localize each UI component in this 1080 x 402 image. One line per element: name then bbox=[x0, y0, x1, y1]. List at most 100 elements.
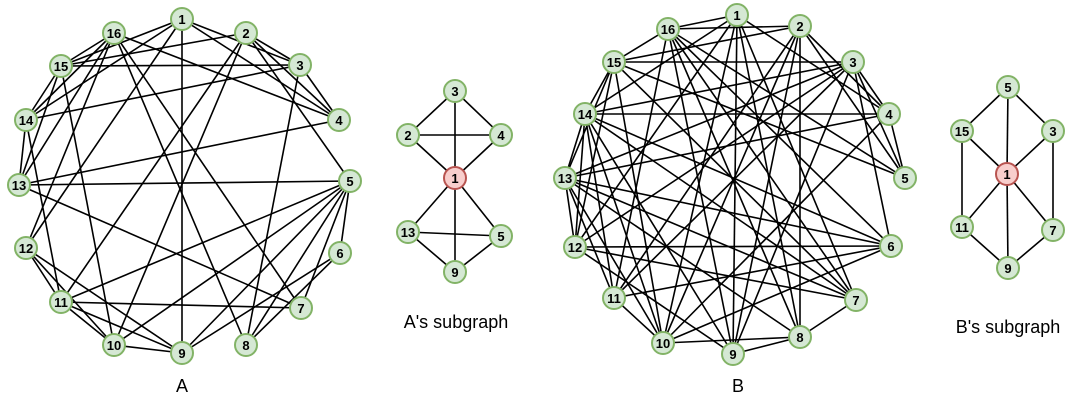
edge-2-4 bbox=[245, 32, 340, 121]
node-label-5: 5 bbox=[901, 171, 908, 186]
edge-5-10 bbox=[113, 180, 351, 346]
node-label-11: 11 bbox=[955, 220, 969, 235]
node-label-12: 12 bbox=[568, 240, 582, 255]
node-label-14: 14 bbox=[578, 107, 593, 122]
node-label-12: 12 bbox=[19, 241, 33, 256]
edge-1-4 bbox=[736, 14, 890, 115]
node-5 bbox=[893, 166, 917, 190]
edge-12-16 bbox=[25, 32, 115, 249]
graph-a-s-subgraph-caption: A's subgraph bbox=[404, 312, 509, 332]
edge-12-15 bbox=[574, 61, 615, 248]
node-label-15: 15 bbox=[955, 124, 969, 139]
edge-6-9 bbox=[181, 252, 341, 354]
node-label-2: 2 bbox=[796, 19, 803, 34]
edge-14-1 bbox=[25, 18, 183, 121]
node-1 bbox=[995, 162, 1019, 186]
node-11 bbox=[602, 286, 626, 310]
edge-1-9 bbox=[1006, 173, 1009, 269]
edge-10-14 bbox=[584, 113, 664, 344]
node-10 bbox=[651, 331, 675, 355]
edge-11-16 bbox=[613, 28, 669, 299]
edge-1-8 bbox=[736, 14, 801, 338]
node-14 bbox=[573, 102, 597, 126]
node-label-4: 4 bbox=[497, 128, 505, 143]
edge-9-5 bbox=[181, 180, 351, 354]
edge-8-16 bbox=[113, 32, 247, 346]
node-13 bbox=[396, 220, 420, 244]
edge-6-8 bbox=[245, 252, 341, 346]
edge-8-10 bbox=[662, 336, 801, 344]
edge-13-3 bbox=[564, 61, 854, 179]
node-label-13: 13 bbox=[12, 178, 26, 193]
node-5 bbox=[489, 224, 513, 248]
edge-5-2 bbox=[245, 32, 351, 182]
node-15 bbox=[950, 119, 974, 143]
edge-3-8 bbox=[245, 64, 301, 346]
edge-3-6 bbox=[852, 61, 892, 247]
edge-4-16 bbox=[113, 32, 340, 121]
node-label-9: 9 bbox=[451, 265, 458, 280]
edge-1-12 bbox=[574, 14, 738, 248]
node-11 bbox=[49, 290, 73, 314]
node-2 bbox=[788, 14, 812, 38]
node-10 bbox=[102, 333, 126, 357]
node-4 bbox=[489, 123, 513, 147]
node-label-3: 3 bbox=[451, 84, 458, 99]
node-label-1: 1 bbox=[1003, 167, 1010, 182]
node-label-11: 11 bbox=[607, 291, 621, 306]
node-label-14: 14 bbox=[19, 113, 34, 128]
node-label-6: 6 bbox=[887, 239, 894, 254]
edge-3-14 bbox=[584, 61, 854, 115]
edge-5-8 bbox=[245, 180, 351, 346]
node-label-9: 9 bbox=[178, 346, 185, 361]
node-label-3: 3 bbox=[296, 58, 303, 73]
edge-1-12 bbox=[25, 18, 183, 249]
node-label-5: 5 bbox=[346, 174, 353, 189]
node-label-10: 10 bbox=[656, 336, 670, 351]
edge-5-16 bbox=[667, 28, 906, 179]
edge-5-11 bbox=[60, 180, 351, 303]
node-label-13: 13 bbox=[558, 171, 572, 186]
edge-2-15 bbox=[613, 25, 801, 63]
edge-7-11 bbox=[60, 301, 302, 309]
node-6 bbox=[328, 241, 352, 265]
edge-1-15 bbox=[60, 18, 183, 67]
node-label-7: 7 bbox=[852, 293, 859, 308]
graph-a-caption: A bbox=[176, 376, 188, 396]
edge-4-13 bbox=[564, 113, 890, 179]
node-6 bbox=[879, 234, 903, 258]
edge-5-6 bbox=[339, 180, 351, 254]
edge-5-7 bbox=[300, 180, 351, 309]
node-3 bbox=[1041, 119, 1065, 143]
node-3 bbox=[288, 53, 312, 77]
edge-1-10 bbox=[662, 14, 738, 344]
node-label-7: 7 bbox=[1049, 223, 1056, 238]
node-11 bbox=[950, 215, 974, 239]
edge-2-10 bbox=[662, 25, 801, 344]
edge-13-5 bbox=[407, 231, 502, 237]
node-label-3: 3 bbox=[849, 55, 856, 70]
node-label-2: 2 bbox=[242, 26, 249, 41]
node-3 bbox=[841, 50, 865, 74]
node-15 bbox=[49, 54, 73, 78]
node-16 bbox=[102, 21, 126, 45]
edge-10-13 bbox=[564, 177, 664, 344]
edge-11-14 bbox=[584, 113, 615, 299]
node-4 bbox=[327, 108, 351, 132]
node-4 bbox=[877, 102, 901, 126]
node-9 bbox=[721, 342, 745, 366]
edge-8-13 bbox=[564, 177, 801, 338]
edge-2-11 bbox=[613, 25, 801, 299]
edge-2-5 bbox=[799, 25, 906, 179]
node-14 bbox=[14, 108, 38, 132]
edge-5-13 bbox=[18, 180, 351, 186]
edge-2-11 bbox=[60, 32, 247, 303]
node-label-5: 5 bbox=[497, 229, 504, 244]
node-label-9: 9 bbox=[729, 347, 736, 362]
node-15 bbox=[602, 50, 626, 74]
edge-3-15 bbox=[60, 64, 301, 67]
